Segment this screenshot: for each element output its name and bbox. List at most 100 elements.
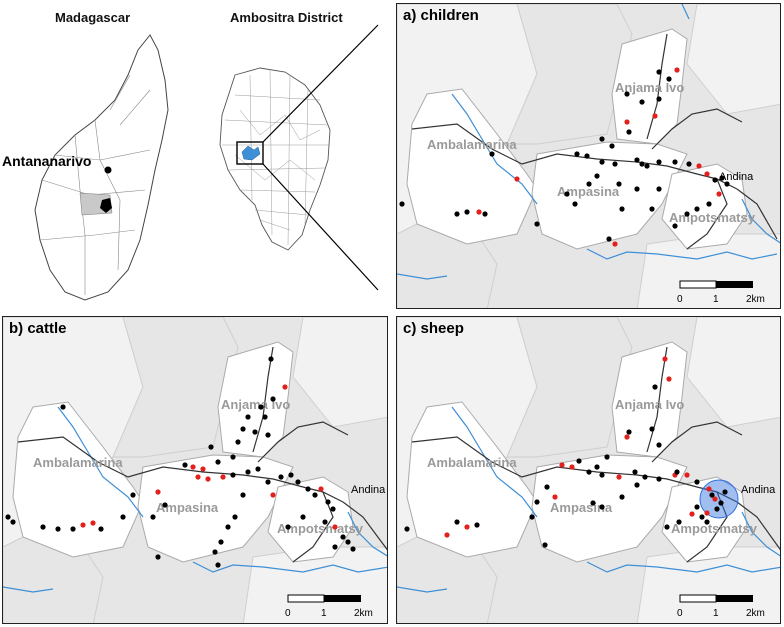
black-point (664, 524, 670, 530)
ambositra-district-map (219, 24, 379, 291)
label-ampasina: Ampasina (550, 500, 613, 515)
black-point (634, 186, 640, 192)
black-point (594, 464, 600, 470)
black-point (215, 562, 221, 568)
black-point (489, 151, 495, 157)
black-point (572, 201, 578, 207)
black-point (155, 554, 161, 560)
black-point (70, 526, 76, 532)
black-point (325, 499, 331, 505)
black-point (619, 206, 625, 212)
black-point (609, 143, 615, 149)
black-point (674, 469, 680, 475)
black-point (699, 514, 705, 520)
madagascar-map: Antananarivo (2, 34, 169, 301)
red-point (200, 466, 206, 472)
red-point (464, 524, 470, 530)
black-point (98, 526, 104, 532)
focus-communes (406, 28, 748, 250)
red-point (559, 462, 565, 468)
panel-cattle: Ambalamarina Anjama Ivo Ampasina Ampotsm… (2, 316, 388, 624)
black-point (225, 524, 231, 530)
black-point (245, 469, 251, 475)
label-ambalamarina: Ambalamarina (33, 455, 123, 470)
black-point (722, 489, 728, 495)
label-ampotsmatsy: Ampotsmatsy (669, 210, 756, 225)
district-communes (222, 69, 330, 246)
black-point (240, 492, 246, 498)
label-ampasina: Ampasina (156, 500, 219, 515)
panel-cattle-map: Ambalamarina Anjama Ivo Ampasina Ampotsm… (3, 317, 387, 623)
red-point (704, 510, 710, 516)
black-point (454, 519, 460, 525)
black-point (656, 159, 662, 165)
red-point (90, 520, 96, 526)
black-point (305, 486, 311, 492)
commune-ampasina (531, 141, 688, 250)
black-point (399, 201, 405, 207)
black-point (454, 211, 460, 217)
black-point (599, 504, 605, 510)
red-point (444, 532, 450, 538)
black-point (606, 236, 612, 242)
label-anjama-ivo: Anjama Ivo (221, 397, 290, 412)
black-point (656, 442, 662, 448)
black-point (676, 519, 682, 525)
scale-bar: 0 1 2km (677, 280, 765, 305)
scale-tick-1: 1 (321, 608, 327, 619)
black-point (686, 161, 692, 167)
red-point (220, 474, 226, 480)
points-children (399, 67, 730, 247)
label-ambalamarina: Ambalamarina (427, 137, 517, 152)
rivers (397, 4, 780, 280)
scale-tick-1: 1 (713, 608, 719, 619)
black-point (644, 163, 650, 169)
black-point (270, 396, 276, 402)
red-point (624, 119, 630, 125)
panel-children: Ambalamarina Anjama Ivo Ampasina Ampotsm… (396, 3, 781, 309)
red-point (270, 492, 276, 498)
panel-sheep-title: c) sheep (403, 320, 464, 337)
black-point (322, 519, 328, 525)
black-point (656, 476, 662, 482)
black-point (719, 175, 725, 181)
black-point (534, 221, 540, 227)
zoom-line-top (262, 24, 379, 143)
black-point (232, 514, 238, 520)
black-point (564, 191, 570, 197)
red-point (712, 496, 718, 502)
red-point (662, 356, 668, 362)
ambositra-district-black (100, 198, 112, 213)
black-point (684, 211, 690, 217)
focus-communes (12, 341, 354, 563)
black-point (218, 539, 224, 545)
black-point (265, 432, 271, 438)
points-sheep (404, 356, 728, 548)
panel-sheep: Ambalamarina Anjama Ivo Ampasina Ampotsm… (396, 316, 781, 624)
black-point (162, 502, 168, 508)
label-andina: Andina (719, 171, 754, 183)
antananarivo-label: Antananarivo (2, 153, 91, 169)
black-point (604, 454, 610, 460)
points-cattle (5, 356, 356, 568)
panel-cattle-title: b) cattle (9, 320, 67, 337)
black-point (590, 500, 596, 506)
panel-children-title: a) children (403, 7, 479, 24)
black-point (332, 544, 338, 550)
red-point (689, 511, 695, 517)
black-point (694, 479, 700, 485)
black-point (330, 506, 336, 512)
red-point (704, 171, 710, 177)
black-point (285, 524, 291, 530)
label-anjama-ivo: Anjama Ivo (615, 80, 684, 95)
black-point (672, 223, 678, 229)
black-point (586, 469, 592, 475)
black-point (642, 474, 648, 480)
roads (411, 33, 778, 250)
red-point (514, 176, 520, 182)
black-point (724, 181, 730, 187)
scale-bar: 0 1 2km (285, 594, 373, 619)
black-point (312, 492, 318, 498)
black-point (255, 466, 261, 472)
red-point (706, 486, 712, 492)
